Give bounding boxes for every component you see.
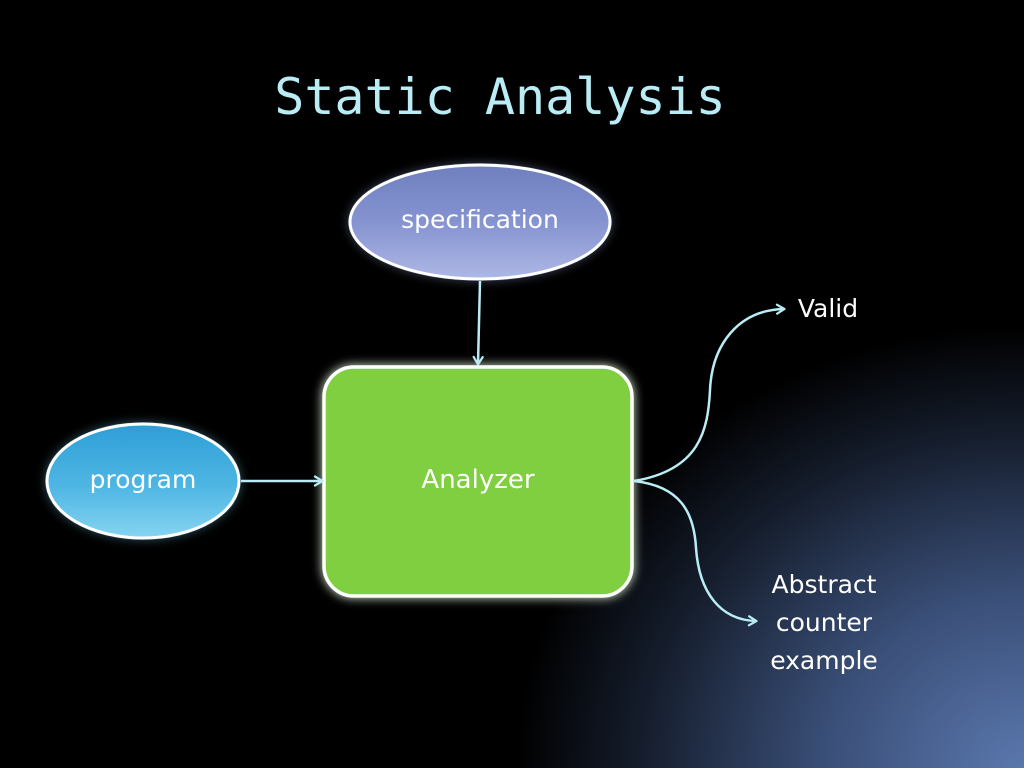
counter-example-line-2: counter [775,608,873,637]
counter-example-line-1: Abstract [771,570,877,599]
edge-analyzer-to-valid [633,303,786,483]
analyzer-label: Analyzer [421,465,535,495]
counter-example-line-3: example [770,646,878,675]
analyzer-node [322,365,634,598]
slide-title: Static Analysis [274,68,726,126]
counter-example-output-label: Abstract counter example [756,566,892,680]
program-node [45,422,241,540]
specification-node [348,163,612,281]
valid-output-label: Valid [797,294,859,323]
edge-analyzer-to-counterexample [633,479,758,627]
specification-label: specification [401,205,559,234]
program-label: program [89,465,197,494]
edge-specification-to-analyzer [472,280,484,366]
